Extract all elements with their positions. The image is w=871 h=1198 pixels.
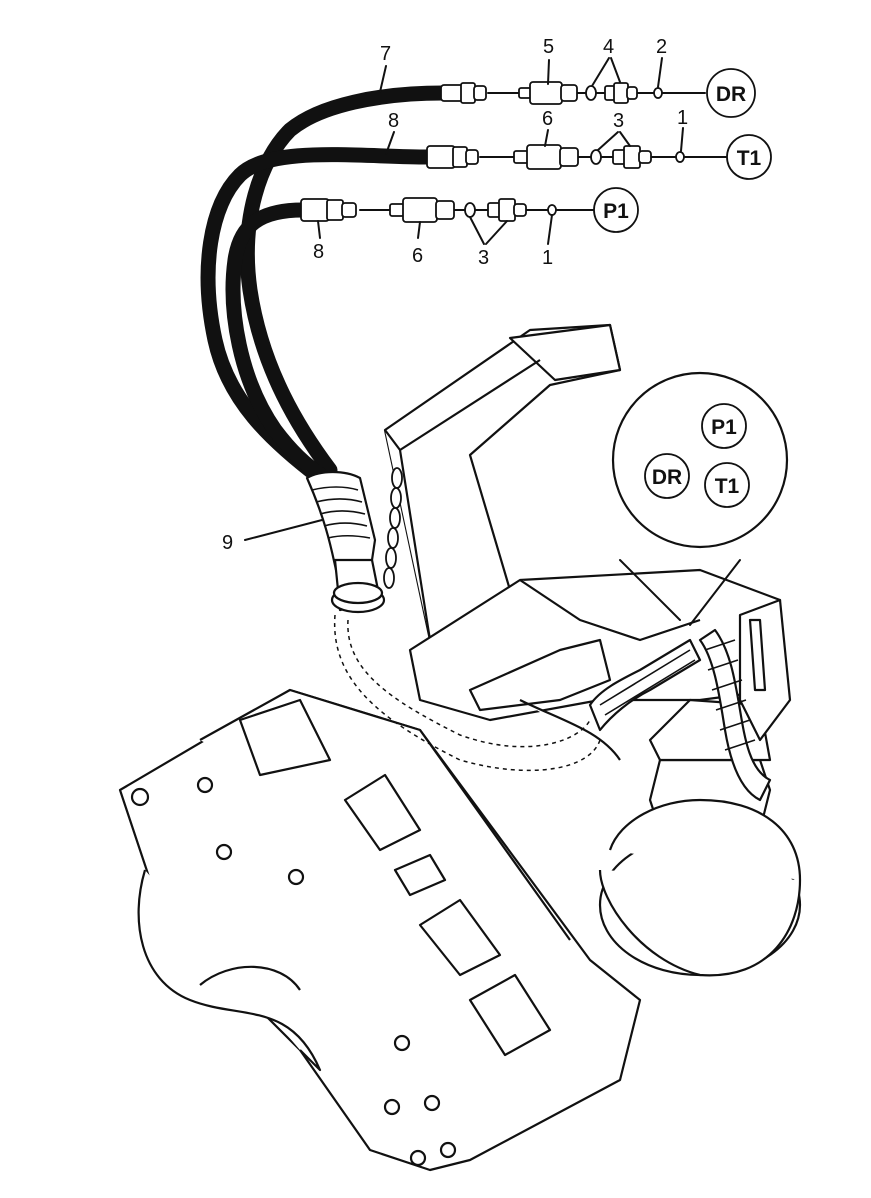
port-labels: DR T1 P1 P1 DR T1 bbox=[593, 68, 772, 508]
label-part-1-bottom: 1 bbox=[542, 247, 553, 269]
fitting-row-t1 bbox=[426, 144, 729, 170]
label-part-6-top: 6 bbox=[542, 108, 553, 130]
hose-8-upper bbox=[200, 147, 436, 486]
label-part-1-top: 1 bbox=[677, 107, 688, 129]
leader-lines bbox=[244, 57, 684, 541]
hose-7 bbox=[239, 85, 451, 478]
label-part-8-bottom: 8 bbox=[313, 241, 324, 263]
fitting-row-p1 bbox=[300, 197, 595, 223]
manifold-hose-ends bbox=[588, 628, 772, 802]
fitting-row-dr bbox=[440, 81, 706, 105]
port-p1-label: P1 bbox=[603, 200, 629, 223]
callout-port-t1-label: T1 bbox=[715, 475, 740, 498]
hose-sleeve bbox=[305, 470, 386, 614]
label-part-6-bottom: 6 bbox=[412, 245, 423, 267]
label-part-5: 5 bbox=[543, 36, 554, 58]
label-part-8-top: 8 bbox=[388, 110, 399, 132]
label-part-3-top: 3 bbox=[613, 110, 624, 132]
part-labels: 7 8 5 4 2 6 3 1 8 6 3 1 9 bbox=[222, 36, 688, 554]
hidden-hose-route bbox=[333, 614, 601, 772]
attachment-frame-illustration bbox=[118, 323, 802, 1172]
label-part-2: 2 bbox=[656, 36, 667, 58]
callout-port-dr-label: DR bbox=[652, 466, 682, 489]
label-part-7: 7 bbox=[380, 43, 391, 65]
port-t1-label: T1 bbox=[737, 147, 762, 170]
chain bbox=[383, 467, 403, 589]
label-part-4: 4 bbox=[603, 36, 614, 58]
callout-port-p1-label: P1 bbox=[711, 416, 737, 439]
label-part-3-bottom: 3 bbox=[478, 247, 489, 269]
label-part-9: 9 bbox=[222, 532, 233, 554]
hose-bundle bbox=[200, 85, 451, 486]
port-dr-label: DR bbox=[716, 83, 746, 106]
hose-8-lower bbox=[225, 202, 333, 486]
